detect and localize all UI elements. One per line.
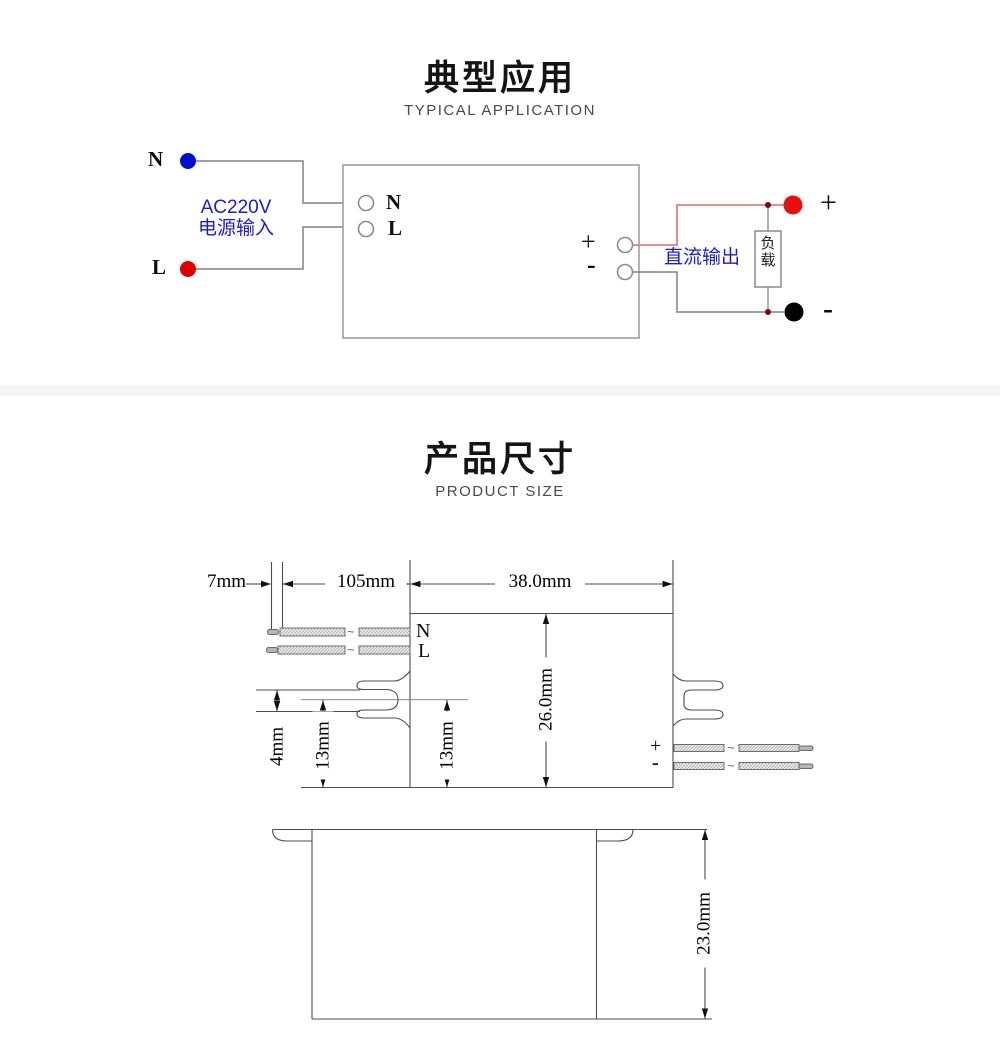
dim-4mm-label: 4mm [266,712,288,781]
psu-n-terminal [357,194,375,212]
lead-l-break: ~ [347,642,355,657]
output-minus-label: - [823,292,833,325]
section2-subtitle: PRODUCT SIZE [435,483,565,500]
out-plus-seg2 [738,744,800,752]
out-minus-lead-label: - [652,752,659,774]
load-label-top: 负 [760,235,776,252]
source-l-label: L [152,255,167,279]
psu-plus-label: + [581,227,596,256]
wire-dc-minus [633,271,784,313]
section-divider [0,385,1000,396]
out-minus-tip [798,763,814,769]
psu-n-label: N [386,190,402,214]
dc-output-caption: 直流输出 [664,247,741,268]
lead-n-seg2 [358,627,411,637]
load-label-bottom: 载 [760,252,776,269]
right-fork-clip [672,673,724,727]
lead-n-seg1 [279,627,346,637]
dim-13mm-right-label: 13mm [436,711,458,780]
dim-38mm-label: 38.0mm [495,572,585,592]
input-lead-wires [266,627,411,655]
dim-105mm-label: 105mm [325,572,407,592]
dim-23mm-label: 23.0mm [693,879,715,968]
typical-application-circuit [180,153,804,339]
ac-input-caption-line1: AC220V [200,197,272,218]
wire-l-input [196,226,358,270]
dim-13mm-left-label: 13mm [312,711,334,780]
psu-plus-terminal [616,236,634,254]
source-n-label: N [148,147,164,171]
out-plus-tip [798,745,814,751]
wire-dc-plus [633,204,784,246]
wire-n-input [196,160,358,204]
lead-l-seg2 [358,645,411,655]
n-terminal-dot [180,153,196,169]
out-plus-break: ~ [727,740,735,755]
front-right-tab [597,829,634,842]
section1-subtitle: TYPICAL APPLICATION [404,102,596,119]
psu-minus-label: - [587,250,596,279]
output-minus-dot [784,302,804,322]
psu-l-terminal [357,220,375,238]
psu-minus-terminal [616,263,634,281]
lead-n-tip [267,629,279,635]
section2-title: 产品尺寸 [423,440,576,479]
psu-l-label: L [388,216,403,240]
out-plus-lead-label: + [650,735,662,757]
load-box [754,230,782,288]
junction-dot-bottom [765,309,771,315]
out-minus-break: ~ [727,758,735,773]
out-plus-seg1 [673,744,725,752]
lead-l-tip [266,647,278,653]
front-left-tab [271,829,312,842]
load-label: 负 载 [756,235,780,269]
dim-26mm-label: 26.0mm [535,657,557,742]
lead-l-seg1 [277,645,346,655]
lead-n-break: ~ [347,624,355,639]
output-plus-label: + [820,186,837,219]
out-minus-seg1 [673,762,725,770]
l-terminal-dot [180,261,196,277]
power-supply-box [342,164,640,339]
lead-n-label: N [416,620,431,642]
lead-l-label: L [418,640,431,662]
out-minus-seg2 [738,762,800,770]
section1-title: 典型应用 [423,59,576,98]
dimension-arrowheads [261,580,709,1019]
junction-dot-top [765,202,771,208]
dim-7mm-label: 7mm [198,572,246,592]
ac-input-caption-line2: 电源输入 [197,218,274,239]
product-size-drawing [246,560,814,1020]
output-plus-dot [783,195,803,215]
output-lead-wires [673,744,814,770]
